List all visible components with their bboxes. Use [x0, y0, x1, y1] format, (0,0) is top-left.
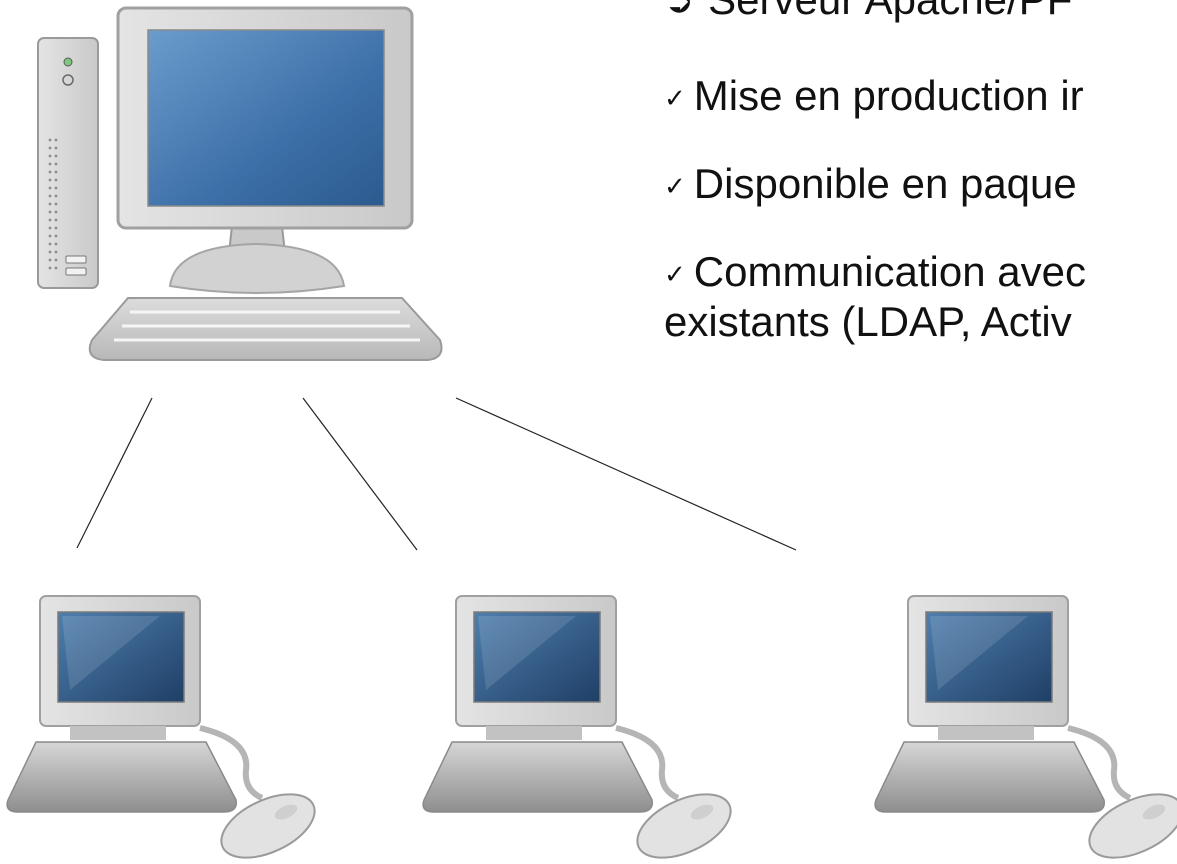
bullet-text: Mise en production ir	[693, 72, 1084, 119]
bullet-item: ✓Communication avec existants (LDAP, Act…	[664, 248, 1086, 346]
link-line-1	[76, 397, 153, 549]
arrow-bullet-icon: ➲	[664, 0, 694, 24]
bullet-continuation-text: existants (LDAP, Activ	[664, 298, 1072, 345]
connection-lines	[76, 397, 797, 551]
client-computer-icon	[6, 595, 316, 859]
bullet-text: Communication avec	[693, 248, 1086, 295]
bullet-text: Disponible en paque	[693, 160, 1077, 207]
check-bullet-icon: ✓	[664, 259, 686, 289]
link-line-3	[455, 397, 797, 551]
bullet-text: Serveur Apache/PF	[708, 0, 1072, 23]
client-computer-icon	[422, 595, 732, 859]
bullet-item: ✓Disponible en paque	[664, 160, 1077, 210]
client-computer-icon	[874, 595, 1177, 859]
check-bullet-icon: ✓	[664, 83, 686, 113]
desktop-computer-icon	[37, 6, 443, 361]
bullet-item: ✓Mise en production ir	[664, 72, 1084, 122]
bullet-item: ➲ Serveur Apache/PF	[664, 0, 1072, 24]
check-bullet-icon: ✓	[664, 171, 686, 201]
link-line-2	[302, 397, 418, 551]
